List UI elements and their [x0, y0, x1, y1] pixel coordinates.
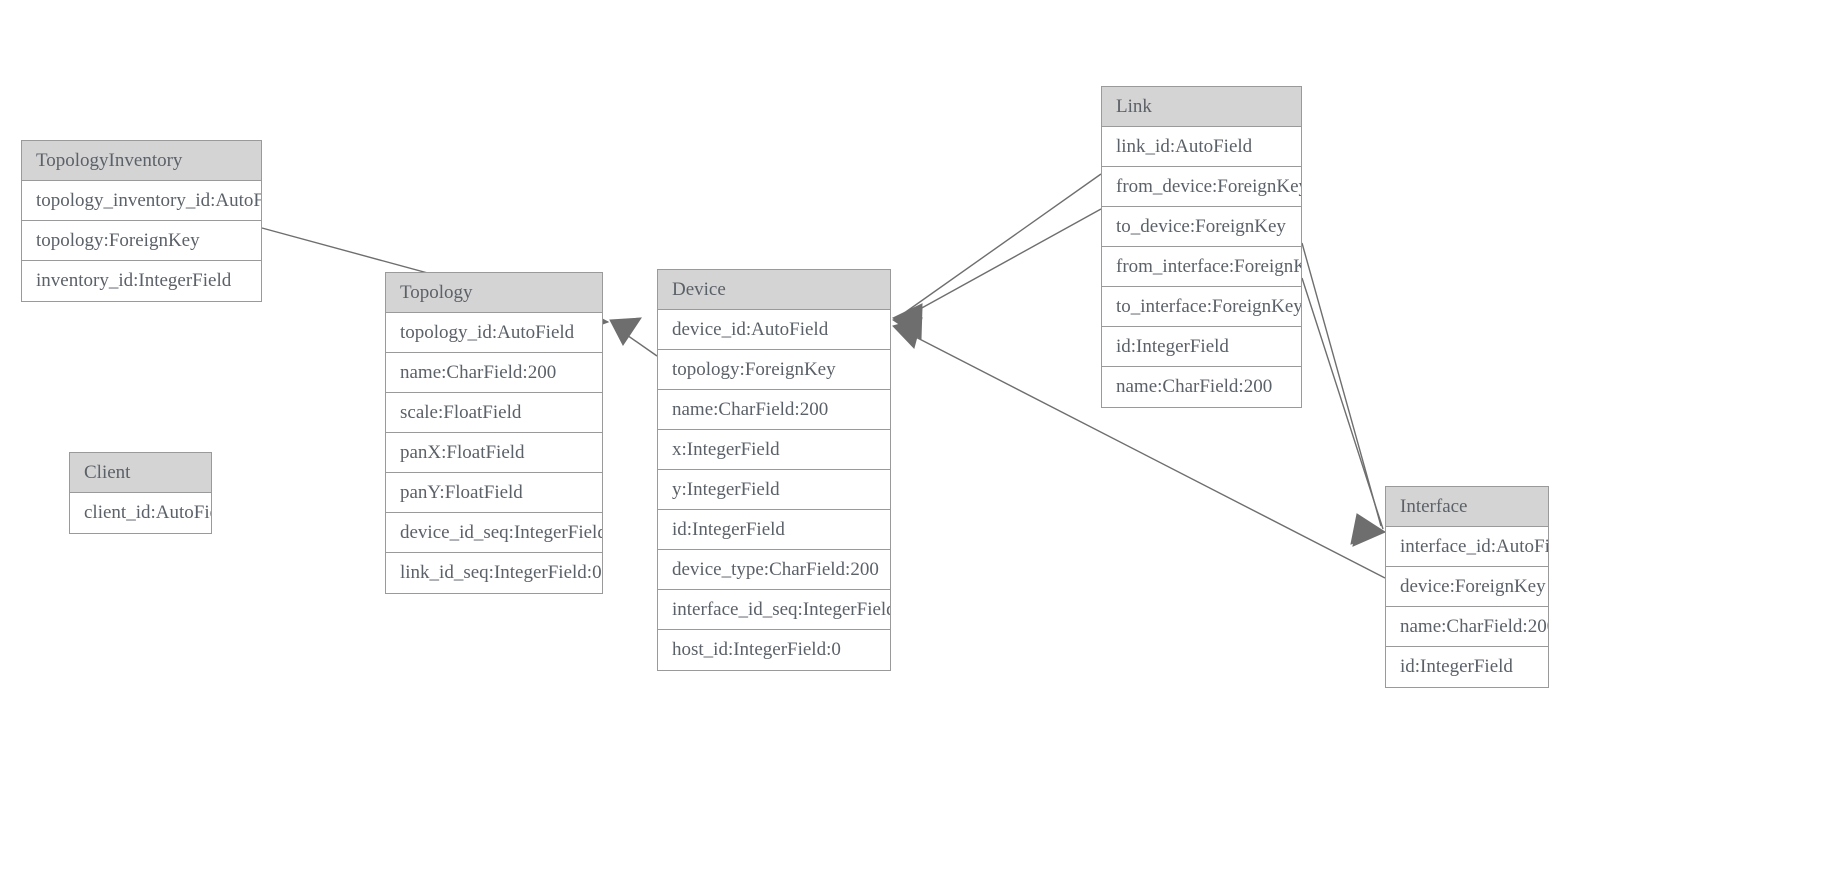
rel-device-topology	[609, 317, 658, 357]
entity-field[interactable]: to_device:ForeignKey	[1102, 207, 1301, 247]
entity-field[interactable]: y:IntegerField	[658, 470, 890, 510]
arrowhead-icon	[609, 317, 642, 346]
arrowhead-icon	[891, 306, 923, 340]
entity-field[interactable]: panY:FloatField	[386, 473, 602, 513]
entity-field[interactable]: interface_id_seq:IntegerField:0	[658, 590, 890, 630]
entity-title-topology_inventory: TopologyInventory	[22, 141, 261, 181]
entity-field[interactable]: id:IntegerField	[658, 510, 890, 550]
entity-title-device: Device	[658, 270, 890, 310]
relationship-line	[1301, 242, 1382, 527]
entity-field[interactable]: name:CharField:200	[1102, 367, 1301, 407]
entity-field[interactable]: to_interface:ForeignKey	[1102, 287, 1301, 327]
entity-field[interactable]: link_id:AutoField	[1102, 127, 1301, 167]
entity-field[interactable]: host_id:IntegerField:0	[658, 630, 890, 670]
entity-field[interactable]: link_id_seq:IntegerField:0	[386, 553, 602, 593]
rel-link-from-device	[891, 173, 1102, 337]
entity-title-interface: Interface	[1386, 487, 1548, 527]
arrowhead-icon	[1352, 515, 1387, 547]
entity-field[interactable]: device_id:AutoField	[658, 310, 890, 350]
relationship-line	[899, 208, 1102, 321]
entity-field[interactable]: device_type:CharField:200	[658, 550, 890, 590]
rel-link-to-interface	[1301, 277, 1387, 547]
entity-field[interactable]: name:CharField:200	[1386, 607, 1548, 647]
entity-field[interactable]: x:IntegerField	[658, 430, 890, 470]
entity-field[interactable]: name:CharField:200	[386, 353, 602, 393]
entity-title-topology: Topology	[386, 273, 602, 313]
entity-interface[interactable]: Interfaceinterface_id:AutoFielddevice:Fo…	[1385, 486, 1549, 688]
entity-field[interactable]: interface_id:AutoField	[1386, 527, 1548, 567]
relationship-line	[613, 325, 658, 357]
entity-field[interactable]: from_device:ForeignKey	[1102, 167, 1301, 207]
entity-field[interactable]: name:CharField:200	[658, 390, 890, 430]
entity-field[interactable]: topology:ForeignKey	[658, 350, 890, 390]
entity-field[interactable]: topology_id:AutoField	[386, 313, 602, 353]
entity-field[interactable]: id:IntegerField	[1102, 327, 1301, 367]
entity-field[interactable]: device:ForeignKey	[1386, 567, 1548, 607]
arrowhead-icon	[892, 317, 923, 349]
entity-field[interactable]: device_id_seq:IntegerField:0	[386, 513, 602, 553]
entity-field[interactable]: topology_inventory_id:AutoField	[22, 181, 261, 221]
arrowhead-icon	[891, 303, 923, 337]
rel-link-from-interface	[1301, 242, 1387, 545]
arrowhead-icon	[1350, 513, 1387, 545]
entity-field[interactable]: topology:ForeignKey	[22, 221, 261, 261]
relationship-line	[899, 173, 1102, 317]
entity-field[interactable]: from_interface:ForeignKey	[1102, 247, 1301, 287]
entity-field[interactable]: panX:FloatField	[386, 433, 602, 473]
entity-field[interactable]: inventory_id:IntegerField	[22, 261, 261, 301]
entity-title-client: Client	[70, 453, 211, 493]
entity-field[interactable]: client_id:AutoField	[70, 493, 211, 533]
relationship-line	[1301, 277, 1384, 530]
entity-field[interactable]: id:IntegerField	[1386, 647, 1548, 687]
rel-link-to-device	[891, 208, 1102, 340]
entity-title-link: Link	[1102, 87, 1301, 127]
entity-field[interactable]: scale:FloatField	[386, 393, 602, 433]
